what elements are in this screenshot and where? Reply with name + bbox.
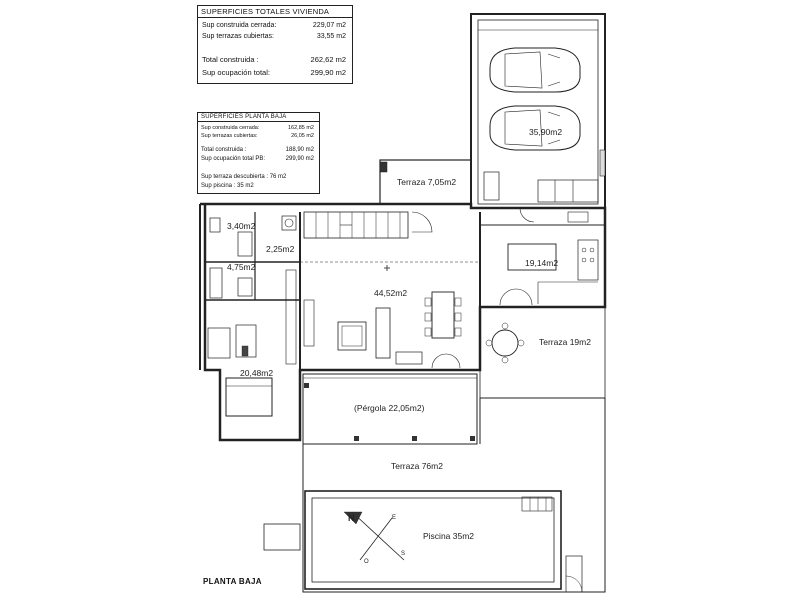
room-label-bedroom: 20,48m2 — [240, 368, 273, 378]
summary-ground-row: Total construida : 188,90 m2 — [201, 147, 314, 153]
bathroom-fixtures — [209, 215, 297, 365]
dining-table-icon — [424, 291, 462, 339]
summary-ground-row: Sup terrazas cubiertas: 26,05 m2 — [201, 133, 314, 139]
room-label-living: 44,52m2 — [374, 288, 407, 298]
compass-south-label: S — [401, 551, 405, 557]
summary-ground-title: SUPERFICIES PLANTA BAJA — [198, 113, 319, 122]
summary-total-panel: SUPERFICIES TOTALES VIVIENDA Sup constru… — [197, 5, 353, 84]
room-label-garage: 35,90m2 — [529, 127, 562, 137]
room-label-bath-a: 3,40m2 — [227, 221, 256, 231]
summary-total-row: Sup ocupación total: 299,90 m2 — [202, 68, 346, 77]
staircase — [303, 211, 409, 239]
summary-total-row: Sup terrazas cubiertas: 33,55 m2 — [202, 33, 346, 40]
door — [431, 353, 461, 369]
room-label-terraza-right: Terraza 19m2 — [539, 337, 591, 347]
terraza-large — [263, 370, 606, 593]
car-icon — [489, 105, 581, 151]
compass-east-label: E — [392, 515, 396, 521]
summary-total-row: Sup construida cerrada: 229,07 m2 — [202, 22, 346, 29]
sheet-title: PLANTA BAJA — [203, 577, 262, 586]
compass-north-label: N — [348, 513, 355, 523]
room-label-pool: Piscina 35m2 — [423, 531, 474, 541]
pergola — [302, 373, 478, 445]
door — [519, 207, 535, 223]
room-label-hall: 2,25m2 — [266, 244, 295, 254]
car-icon — [489, 47, 581, 93]
living-furniture — [303, 299, 423, 365]
compass-west-label: O — [364, 559, 369, 565]
door — [499, 288, 533, 306]
summary-ground-panel: SUPERFICIES PLANTA BAJA Sup construida c… — [197, 112, 320, 194]
kitchen — [507, 211, 599, 304]
door — [411, 211, 433, 233]
summary-total-row: Total construida : 262,62 m2 — [202, 55, 346, 64]
room-label-bath-b: 4,75m2 — [227, 262, 256, 272]
room-label-terraza-big: Terraza 76m2 — [391, 461, 443, 471]
summary-ground-row: Sup construida cerrada: 162,85 m2 — [201, 125, 314, 131]
room-label-pergola: (Pérgola 22,05m2) — [354, 403, 425, 413]
bed-icon — [207, 324, 273, 417]
summary-ground-row: Sup ocupación total PB: 299,90 m2 — [201, 156, 314, 162]
room-label-terraza-top: Terraza 7,05m2 — [397, 177, 456, 187]
garage — [470, 13, 606, 209]
compass-icon — [343, 511, 405, 561]
summary-ground-extra: Sup piscina : 35 m2 — [201, 183, 254, 189]
swimming-pool — [304, 490, 562, 590]
summary-total-title: SUPERFICIES TOTALES VIVIENDA — [198, 6, 352, 18]
terraza-right — [480, 306, 606, 398]
light-point-icon — [384, 265, 390, 271]
room-label-kitchen: 19,14m2 — [525, 258, 558, 268]
summary-ground-extra: Sup terraza descubierta : 76 m2 — [201, 174, 287, 180]
